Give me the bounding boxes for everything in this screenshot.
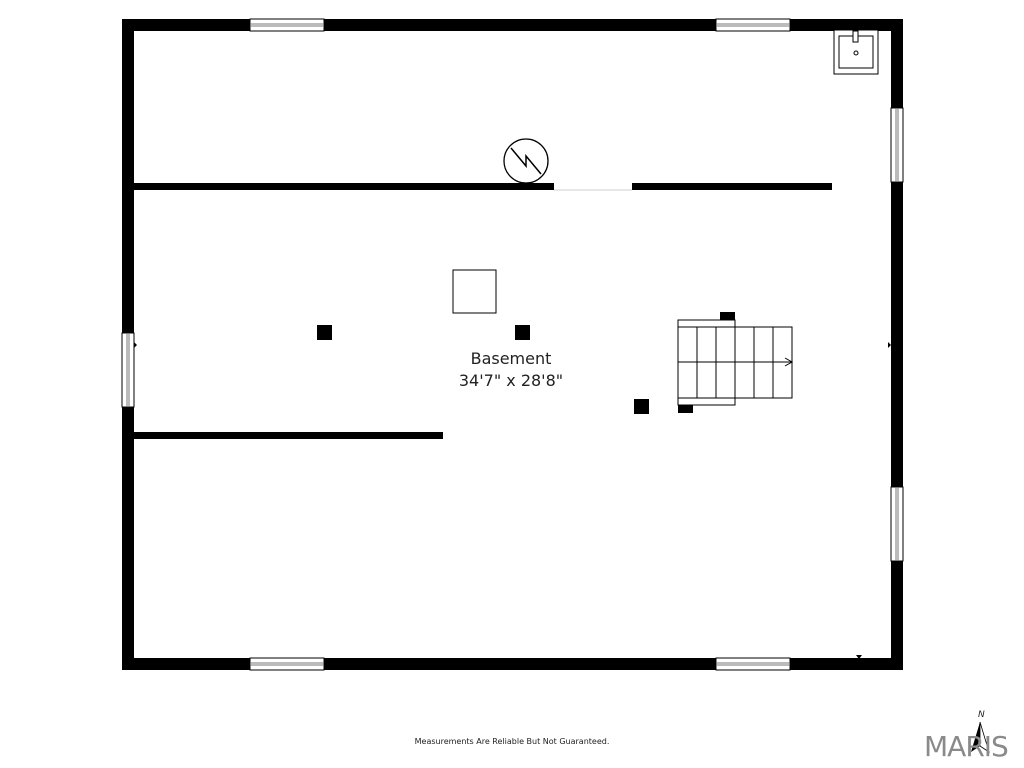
interior-wall-lower-left	[134, 432, 443, 439]
room-dimensions: 34'7" x 28'8"	[458, 371, 564, 390]
column	[317, 325, 332, 340]
window-bottom-right	[715, 657, 791, 671]
stairs-icon	[677, 319, 794, 406]
interior-wall-upper-left	[134, 183, 554, 190]
room-label: Basement 34'7" x 28'8"	[411, 348, 611, 392]
utility-sink-icon	[833, 29, 879, 75]
window-top-left	[249, 18, 325, 32]
water-heater-icon	[503, 138, 549, 184]
window-bottom-left	[249, 657, 325, 671]
north-label: N	[978, 710, 985, 720]
windows	[121, 18, 904, 671]
window-top-right	[715, 18, 791, 32]
north-arrow-icon	[971, 721, 990, 753]
interior-walls	[134, 183, 832, 439]
room-name: Basement	[470, 349, 552, 368]
column	[634, 399, 649, 414]
column	[515, 325, 530, 340]
measurement-disclaimer: Measurements Are Reliable But Not Guaran…	[414, 737, 610, 746]
chimney-box	[452, 269, 497, 314]
wall-markers	[134, 342, 891, 659]
window-right-upper	[890, 107, 904, 183]
interior-wall-upper-right	[632, 183, 832, 190]
window-right-lower	[890, 486, 904, 562]
brand-logo: MARIS	[924, 730, 1009, 763]
window-left	[121, 332, 135, 408]
